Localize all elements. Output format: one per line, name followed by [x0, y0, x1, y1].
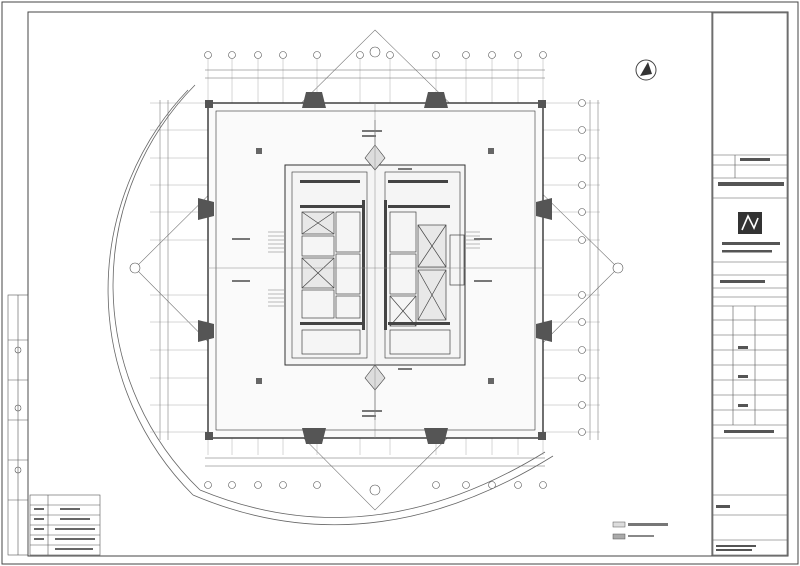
right-core-rooms — [389, 211, 465, 355]
grid-bubbles — [129, 46, 624, 496]
title-block — [711, 12, 788, 556]
left-binding-strip — [7, 294, 29, 556]
annotation-marks — [232, 130, 492, 417]
north-arrow-icon — [635, 59, 657, 81]
legend — [612, 521, 668, 540]
revision-table-text-marks — [34, 508, 95, 550]
sheet-inner-border — [27, 11, 789, 557]
perimeter-columns — [198, 92, 552, 444]
interior-columns — [256, 148, 494, 384]
podium-arc — [107, 84, 554, 526]
dimension-lines — [159, 69, 599, 467]
core-axes — [208, 103, 543, 438]
company-logo-icon — [738, 212, 762, 234]
revision-table — [29, 494, 101, 556]
title-block-text-marks — [716, 158, 784, 551]
core-walls — [300, 180, 450, 330]
left-core-rooms — [301, 211, 361, 355]
stair-hatching — [268, 231, 480, 307]
